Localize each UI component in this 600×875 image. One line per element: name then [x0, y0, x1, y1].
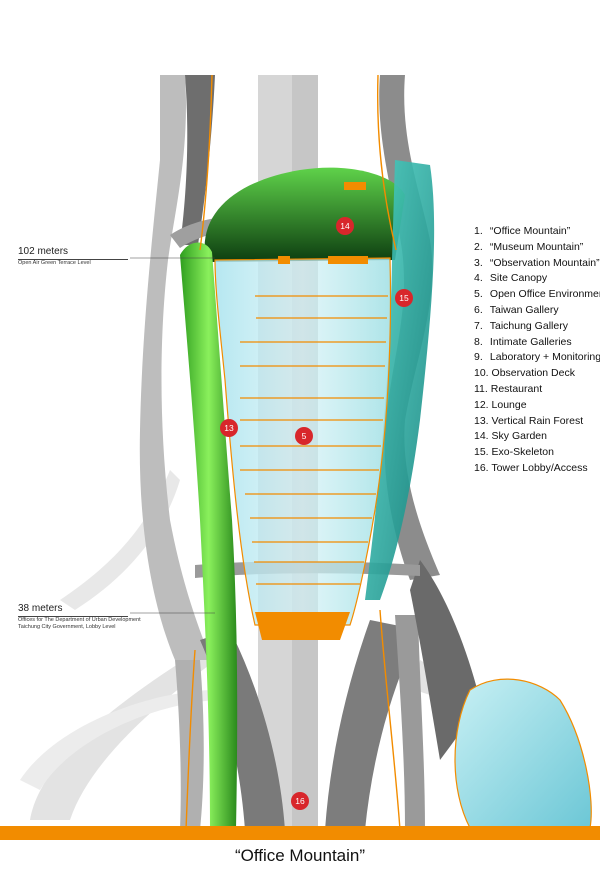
legend-item-number: 14.	[474, 430, 489, 443]
legend-item: 15. Exo-Skeleton	[474, 445, 600, 461]
svg-text:13: 13	[224, 423, 234, 433]
legend-item: 1. “Office Mountain”	[474, 224, 600, 240]
orange-cap-1	[344, 182, 366, 190]
legend-item-number: 12.	[474, 398, 489, 411]
rain-forest-glass	[365, 160, 435, 600]
legend-item: 6. Taiwan Gallery	[474, 303, 600, 319]
legend-item-number: 3.	[474, 256, 483, 269]
legend-item: 2. “Museum Mountain”	[474, 240, 600, 256]
vertical-rain-forest-column	[180, 242, 238, 830]
level-label-38: 38 meters Offices for The Department of …	[18, 603, 141, 630]
legend-item-number: 9.	[474, 351, 483, 364]
marker-14: 14	[336, 217, 354, 235]
marker-13: 13	[220, 419, 238, 437]
legend-item-label: “Office Mountain”	[489, 225, 571, 237]
level-38-title: 38 meters	[18, 603, 63, 614]
legend-item: 12. Lounge	[474, 398, 600, 414]
legend-item-label: Restaurant	[490, 382, 543, 395]
legend-item-label: Intimate Galleries	[489, 335, 572, 348]
legend-item-label: Taiwan Gallery	[489, 303, 559, 316]
floor-slabs	[240, 295, 388, 585]
marker-5: 5	[295, 427, 313, 445]
level-102-rule	[18, 259, 128, 260]
level-38-rule	[18, 616, 128, 617]
legend-item-number: 6.	[474, 303, 483, 316]
legend-item-label: Laboratory + Monitoring	[489, 351, 600, 364]
svg-text:14: 14	[340, 221, 350, 231]
svg-text:15: 15	[399, 293, 409, 303]
legend-item: 4. Site Canopy	[474, 271, 600, 287]
legend-item-label: “Museum Mountain”	[489, 240, 584, 253]
level-label-102: 102 meters Open Air Green Terrace Level	[18, 246, 128, 267]
ground-line	[0, 826, 600, 840]
legend-item: 10. Observation Deck	[474, 366, 600, 382]
legend-item: 8. Intimate Galleries	[474, 335, 600, 351]
marker-15: 15	[395, 289, 413, 307]
svg-text:5: 5	[302, 431, 307, 441]
legend-item: 3. “Observation Mountain”	[474, 256, 600, 272]
legend-item: 13. Vertical Rain Forest	[474, 414, 600, 430]
legend-item-label: Taichung Gallery	[489, 319, 568, 332]
orange-cap-3	[328, 256, 368, 264]
legend-item-label: Site Canopy	[489, 272, 548, 285]
legend-item-label: Sky Garden	[491, 430, 547, 443]
legend-item-label: Open Office Environment	[489, 288, 600, 301]
orange-edges	[185, 74, 401, 831]
legend-item-number: 2.	[474, 240, 483, 253]
legend-list: 1. “Office Mountain”2. “Museum Mountain”…	[474, 224, 600, 477]
level-38-subtitle-line-2: Taichung City Government, Lobby Level	[18, 623, 116, 630]
legend-item-number: 4.	[474, 272, 483, 285]
legend-item: 16. Tower Lobby/Access	[474, 461, 600, 477]
legend-item-label: Observation Deck	[491, 367, 575, 380]
sky-garden-volume	[204, 167, 405, 262]
level-102-subtitle: Open Air Green Terrace Level	[18, 260, 91, 266]
legend-item-number: 1.	[474, 225, 483, 237]
level-102-title: 102 meters	[18, 246, 69, 257]
legend-item-number: 11.	[474, 382, 488, 395]
right-glass-lobe	[454, 678, 592, 829]
orange-cap-2	[278, 256, 290, 264]
legend-item-label: Exo-Skeleton	[491, 446, 554, 459]
legend-item-label: Tower Lobby/Access	[491, 461, 588, 474]
legend-item-label: “Observation Mountain”	[489, 256, 600, 269]
legend-item-number: 10.	[474, 367, 489, 380]
svg-text:16: 16	[295, 796, 305, 806]
legend-item-number: 15.	[474, 446, 489, 459]
caption: “Office Mountain”	[234, 846, 366, 865]
legend-item: 11. Restaurant	[474, 382, 600, 398]
legend-item-number: 13.	[474, 414, 489, 427]
legend-item-label: Lounge	[491, 398, 527, 411]
level-38-subtitle-line-1: Offices for The Department of Urban Deve…	[18, 617, 141, 623]
legend-item-number: 16.	[474, 461, 489, 474]
legend-item-number: 8.	[474, 335, 483, 348]
legend-item: 5. Open Office Environment	[474, 287, 600, 303]
legend-item: 14. Sky Garden	[474, 429, 600, 445]
legend-item: 7. Taichung Gallery	[474, 319, 600, 335]
legend-item-number: 7.	[474, 319, 483, 332]
legend-item: 9. Laboratory + Monitoring	[474, 350, 600, 366]
legend-item-label: Vertical Rain Forest	[491, 414, 584, 427]
orange-base-wedge	[255, 612, 350, 640]
legend-item-number: 5.	[474, 288, 483, 301]
marker-16: 16	[291, 792, 309, 810]
